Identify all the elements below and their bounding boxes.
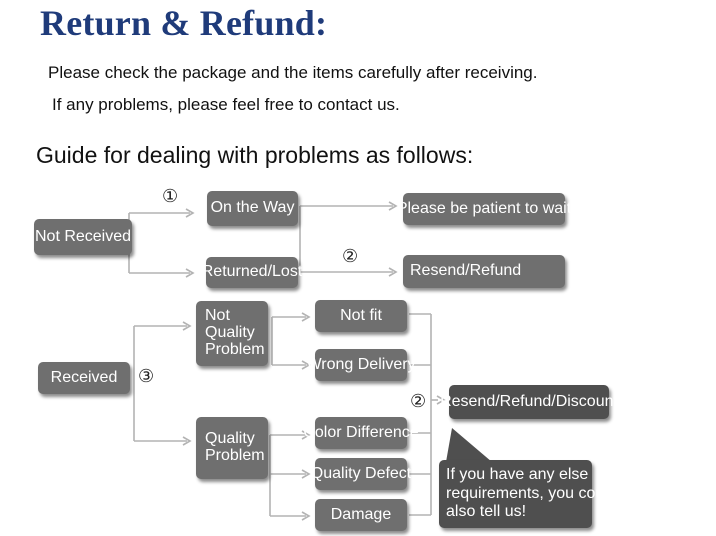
node-quality-problem: Quality Problem [196,417,268,479]
node-not-quality-line-1: Not [205,307,230,325]
page-title: Return & Refund: [40,3,328,43]
node-quality-line-1: Quality [205,430,255,448]
guide-heading: Guide for dealing with problems as follo… [36,142,474,168]
node-not-quality-line-2: Quality [205,324,255,342]
node-not-fit: Not fit [315,300,407,332]
node-not-received: Not Received [34,219,132,255]
node-resend-refund: Resend/Refund [403,255,565,288]
speech-line-1: If you have any else [446,466,589,484]
speech-line-2: requirements, you could [446,484,617,502]
intro-line-2: If any problems, please feel free to con… [52,95,400,114]
node-returned-lost: Returned/Lost [202,257,302,288]
node-not-quality-line-3: Problem [205,340,265,358]
node-color-difference: Color Difference [303,417,419,449]
step-marker-2-bottom: ② [410,391,427,412]
node-not-quality-problem: Not Quality Problem [196,301,268,366]
speech-bubble: If you have any else requirements, you c… [439,460,617,528]
node-damage: Damage [315,499,407,531]
intro-line-1: Please check the package and the items c… [48,63,538,82]
node-please-be-patient: Please be patient to wait [397,193,571,225]
node-on-the-way: On the Way [207,191,298,226]
node-quality-defect: Quality Defect [311,458,411,490]
node-quality-line-2: Problem [205,447,265,464]
node-resend-refund-discount: Resend/Refund/Discount [440,385,618,419]
node-received: Received [38,362,130,394]
step-marker-3: ③ [138,366,155,387]
step-marker-2-top: ② [342,246,359,267]
speech-line-3: also tell us! [446,503,527,521]
node-wrong-delivery: Wrong Delivery [306,349,416,381]
step-marker-1: ① [162,186,179,207]
